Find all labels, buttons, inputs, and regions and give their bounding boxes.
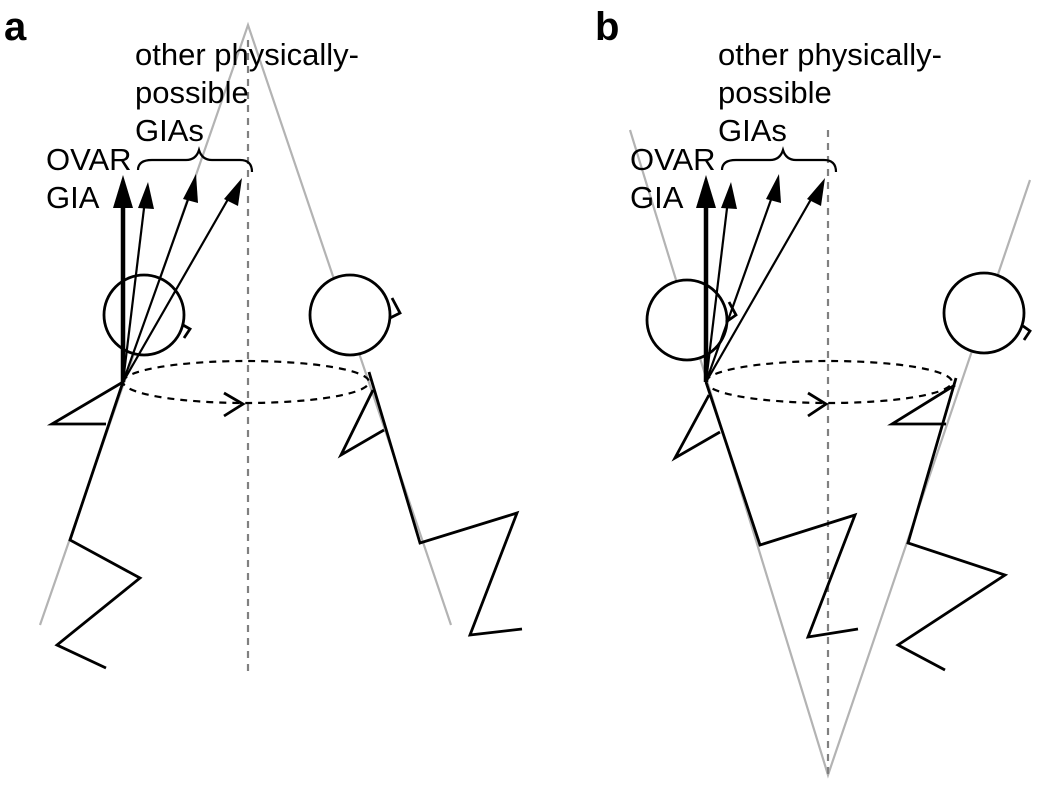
panel-a-gia-arrow-2 (121, 193, 192, 383)
panel-b-gia-arrow-3 (705, 193, 815, 383)
panel-a: a (4, 5, 523, 675)
panel-b-brace (720, 146, 838, 173)
panel-b-right-figure-arm (887, 383, 956, 426)
panel-b-right-figure (887, 271, 1032, 672)
panel-a-gia-arrowhead-3 (224, 178, 242, 206)
panel-b-right-figure-nose (1022, 324, 1032, 341)
panel-a-orbit-path (121, 359, 371, 405)
panel-a-gia-arrowhead-1 (138, 182, 154, 209)
panel-b-left-figure-body-leg (704, 381, 859, 639)
panel-a-brace (136, 146, 254, 173)
panel-a-left-figure-arm (46, 380, 124, 426)
panel-b-label: b (595, 5, 619, 49)
panel-b-ovar-gia-arrowhead (696, 175, 716, 208)
panel-a-right-figure (308, 273, 523, 637)
panel-a-right-figure-nose (389, 297, 402, 320)
panel-a-ovar-gia-arrowhead (113, 175, 133, 208)
panel-a-left-figure-head (102, 273, 186, 357)
panel-a-right-figure-body-leg (367, 371, 523, 637)
panel-b-left-figure-arm (671, 394, 721, 462)
panel-a-right-figure-head (308, 273, 392, 357)
panel-b-ovar-line1: OVAR (630, 142, 716, 177)
panel-a-gia-arrowhead-2 (183, 174, 198, 203)
panel-b-right-figure-body-leg (895, 377, 1009, 672)
panel-b-left-figure-head (645, 278, 729, 362)
panel-b-gia-arrows (696, 174, 825, 383)
panel-b-orbit-arrowhead (807, 391, 829, 418)
panel-b-other-line1: other physically- (718, 37, 942, 72)
panel-a-other-line2: possible (135, 75, 249, 110)
panel-a-left-figure-nose (182, 323, 192, 339)
panel-b-gia-arrowhead-2 (766, 174, 781, 203)
panel-a-gia-arrow-1 (121, 199, 147, 383)
panel-a-ovar-line1: OVAR (46, 142, 132, 177)
panel-b-right-figure-head (942, 271, 1026, 355)
panel-a-gia-arrows (113, 174, 242, 383)
panel-b-orbit-path (704, 359, 954, 405)
panel-a-other-line1: other physically- (135, 37, 359, 72)
panel-b-other-line3: GIAs (718, 113, 787, 148)
panel-a-other-line3: GIAs (135, 113, 204, 148)
panel-b-left-figure (645, 278, 859, 639)
panel-a-right-figure-arm (337, 389, 385, 459)
panel-a-orbit-arrowhead (223, 391, 246, 418)
panel-a-left-figure-body-leg (54, 381, 143, 670)
panel-b-cone (628, 129, 1032, 779)
panel-b-gia-arrow-2 (704, 193, 775, 383)
panel-a-ovar-line2: GIA (46, 180, 100, 215)
panel-b-gia-arrowhead-1 (721, 182, 737, 209)
panel-b-gia-arrow-1 (704, 199, 730, 383)
panel-b: b (595, 5, 1032, 779)
panel-b-other-line2: possible (718, 75, 832, 110)
panel-a-gia-arrow-3 (122, 193, 232, 383)
panel-b-ovar-line2: GIA (630, 180, 684, 215)
panel-a-label: a (4, 5, 27, 49)
panel-b-gia-arrowhead-3 (807, 178, 825, 206)
